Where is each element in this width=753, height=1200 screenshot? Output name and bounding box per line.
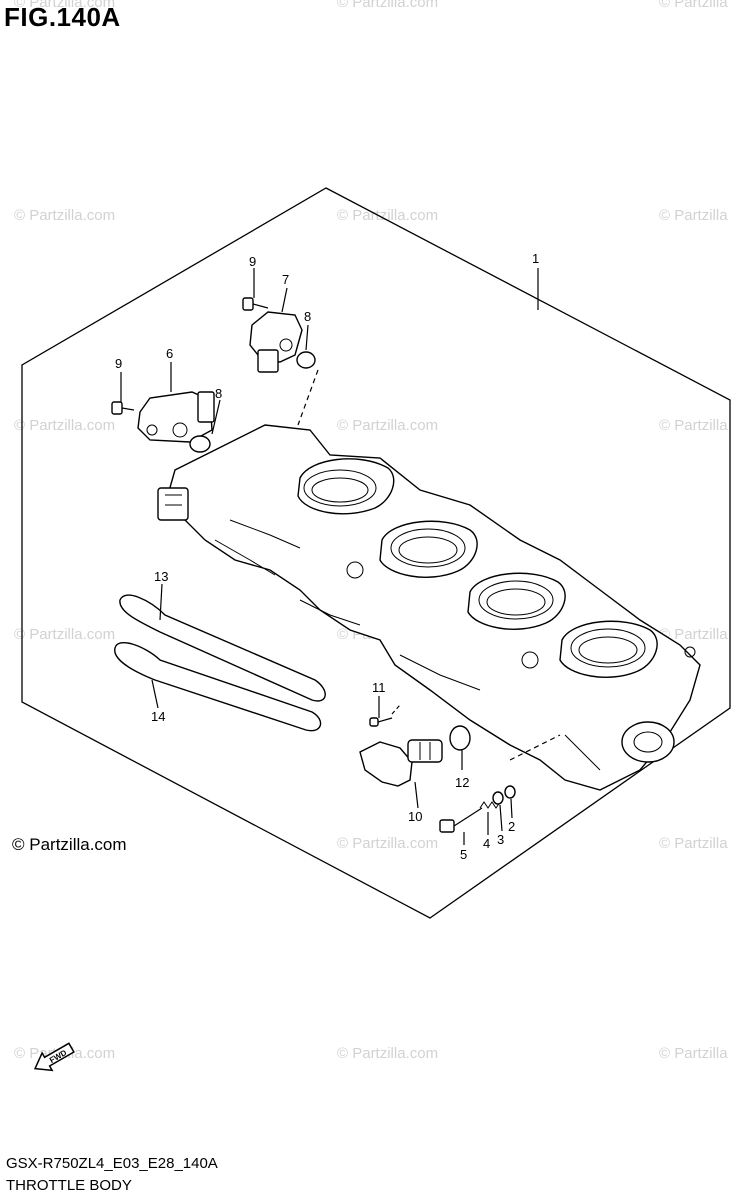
callout-6: 6 xyxy=(166,346,173,361)
callout-5: 5 xyxy=(460,847,467,862)
callout-1: 1 xyxy=(532,251,539,266)
callout-3: 3 xyxy=(497,832,504,847)
watermark: © Partzilla.com xyxy=(14,207,116,224)
part-10-sensor xyxy=(359,739,443,787)
part-3-washer xyxy=(492,791,504,805)
watermark: © Partzilla.com xyxy=(337,207,439,224)
watermark: © Partzilla.com xyxy=(14,626,116,643)
copyright-text: © Partzilla.com xyxy=(12,835,127,854)
part-11-screw xyxy=(369,717,393,727)
callout-8: 8 xyxy=(215,386,222,401)
part-8-o-ring xyxy=(296,351,316,369)
callout-9: 9 xyxy=(249,254,256,269)
watermark: © Partzilla xyxy=(659,1045,728,1062)
figure-caption: THROTTLE BODY xyxy=(6,1177,132,1194)
callout-7: 7 xyxy=(282,272,289,287)
watermark: © Partzilla.com xyxy=(337,0,439,11)
callout-13: 13 xyxy=(154,569,168,584)
part-7-sensor xyxy=(249,311,303,373)
watermark: © Partzilla xyxy=(659,626,728,643)
watermark: © Partzilla.com xyxy=(14,0,116,11)
watermark: © Partzilla.com xyxy=(14,417,116,434)
throttle-body xyxy=(157,424,701,791)
part-9-bolt xyxy=(242,297,269,311)
callout-4: 4 xyxy=(483,836,490,851)
callout-11: 11 xyxy=(372,680,386,695)
part-13-hose xyxy=(119,594,326,702)
fwd-arrow-icon: FWD xyxy=(33,1042,75,1072)
callout-9: 9 xyxy=(115,356,122,371)
watermark: © Partzilla xyxy=(659,835,728,852)
part-12-o-ring xyxy=(449,725,471,751)
part-5-bolt xyxy=(439,807,483,833)
watermark: © Partzilla xyxy=(659,0,728,11)
part-4-spring xyxy=(479,801,501,809)
assembly-outline xyxy=(21,187,731,919)
callout-10: 10 xyxy=(408,809,422,824)
callout-14: 14 xyxy=(151,709,165,724)
part-6-sensor xyxy=(137,391,215,443)
watermark: © Partzilla.com xyxy=(337,417,439,434)
callout-12: 12 xyxy=(455,775,469,790)
part-8-o-ring xyxy=(189,435,211,453)
part-14-hose xyxy=(114,642,322,732)
figure-title: FIG.140A xyxy=(4,2,121,32)
model-code: GSX-R750ZL4_E03_E28_140A xyxy=(6,1155,218,1172)
callout-2: 2 xyxy=(508,819,515,834)
part-2-ring xyxy=(504,785,516,799)
watermark: © Partzilla xyxy=(659,207,728,224)
watermark: © Partzilla xyxy=(659,417,728,434)
watermark: © Partzilla.com xyxy=(337,835,439,852)
part-9-bolt xyxy=(111,401,135,415)
watermark: © Partzilla.com xyxy=(337,1045,439,1062)
callout-8: 8 xyxy=(304,309,311,324)
